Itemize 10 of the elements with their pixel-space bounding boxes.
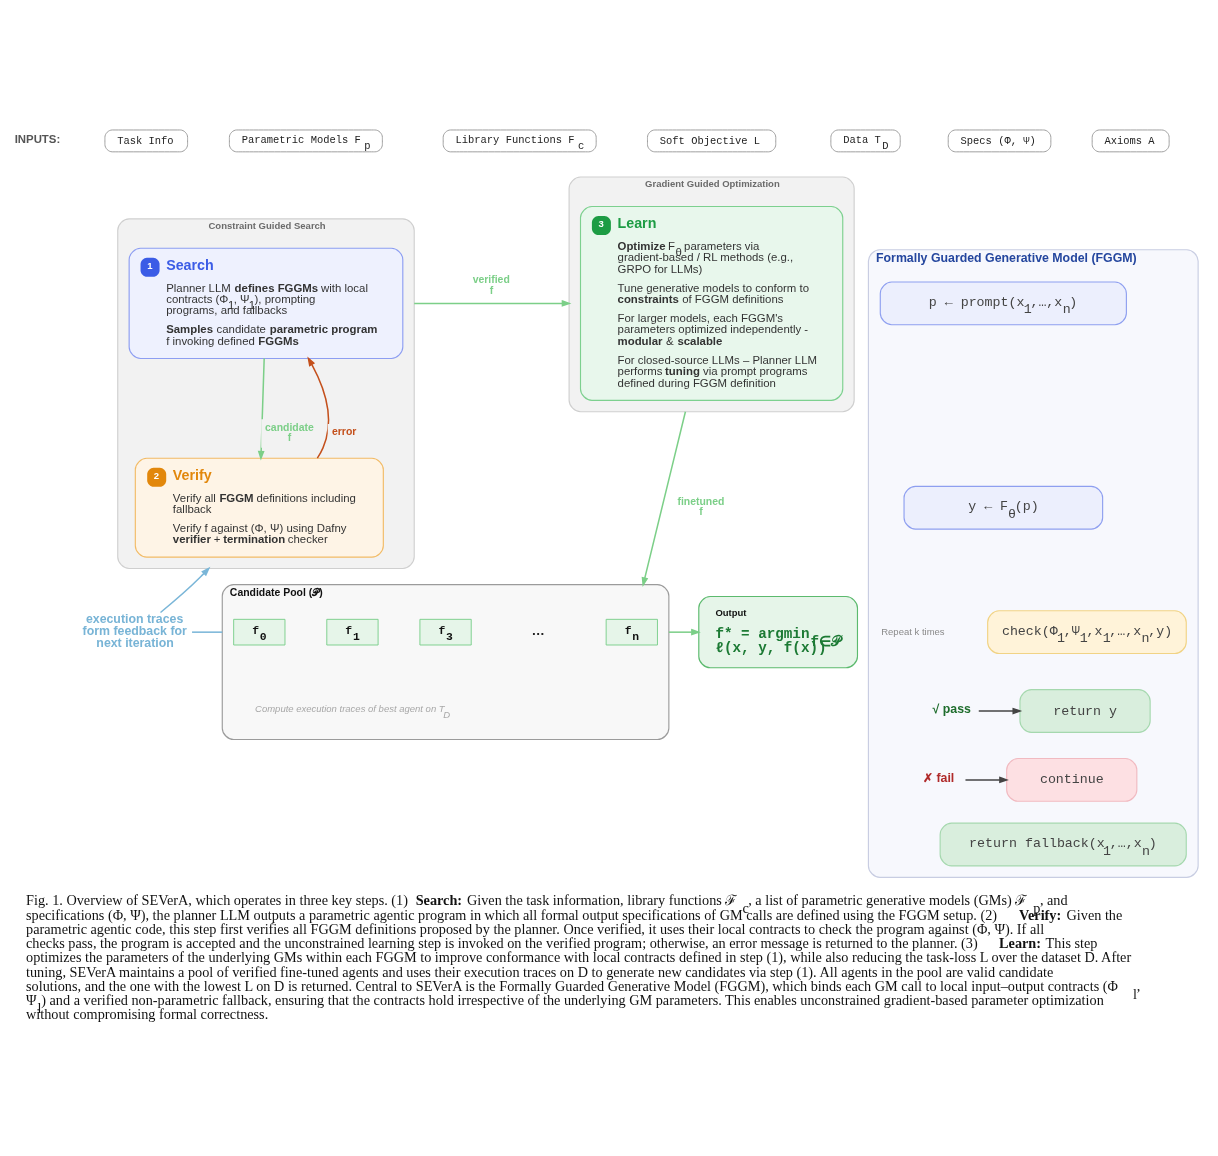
- node-text: execution traces form feedback for next iteration: [82, 611, 187, 651]
- label: …: [531, 622, 545, 638]
- edge-label: error: [332, 426, 357, 438]
- label: INPUTS:: [14, 132, 61, 145]
- edge-label: verified f: [472, 274, 510, 296]
- node-text: ✗ fail: [923, 771, 955, 786]
- node-text: √ pass: [932, 702, 971, 717]
- label: Repeat k times: [881, 625, 945, 637]
- edge-label: finetuned f: [677, 495, 725, 518]
- edge-label: candidate f: [265, 421, 314, 443]
